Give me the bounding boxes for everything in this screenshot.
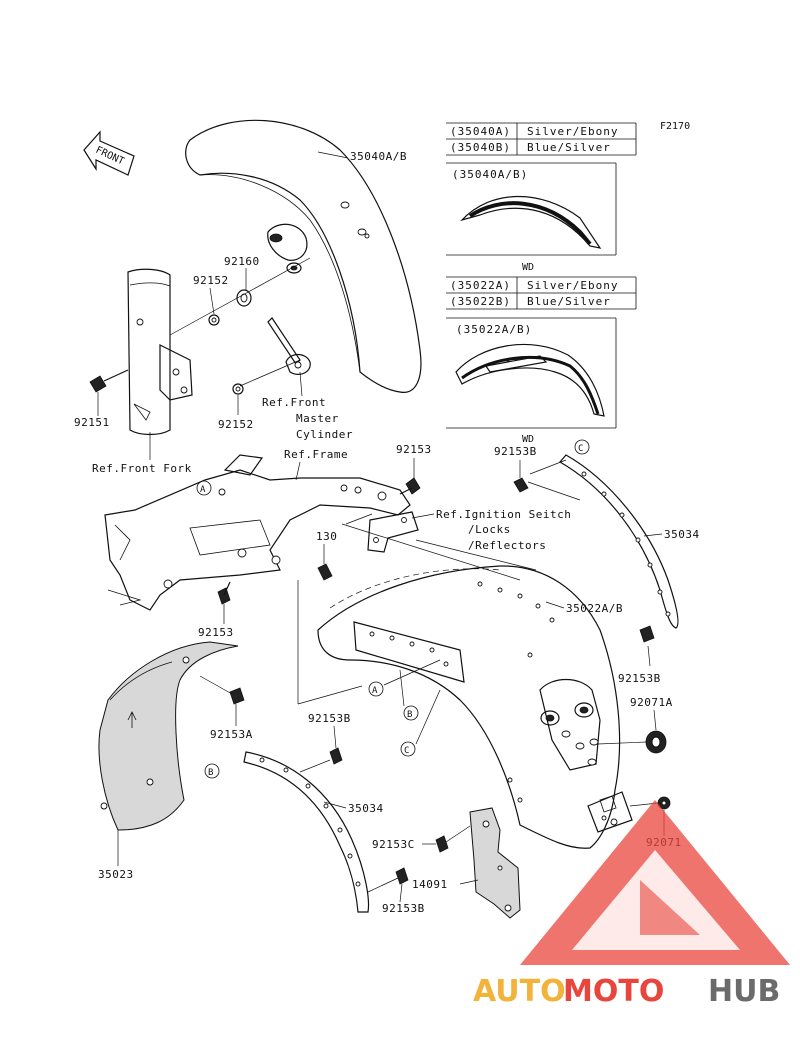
ignition-bracket bbox=[367, 511, 419, 553]
watermark-part-3: HUB bbox=[708, 974, 780, 1009]
fender-strut-left bbox=[243, 751, 370, 913]
watermark-part-1: AUTO bbox=[473, 974, 566, 1009]
brake-hose-bracket bbox=[267, 317, 311, 375]
watermark-text: AUTO MOTO HUB bbox=[473, 974, 780, 1009]
inner-fender-35023 bbox=[98, 641, 239, 831]
label-92153C: 92153C bbox=[372, 838, 415, 851]
label-92153-mid: 92153 bbox=[198, 626, 234, 639]
callout-b-mid: B bbox=[403, 705, 419, 721]
bolt-130 bbox=[317, 563, 333, 581]
label-92153B-bottom: 92153B bbox=[382, 902, 425, 915]
label-ref-master-3: Cylinder bbox=[296, 428, 353, 441]
table2-top-tag: WD bbox=[522, 262, 534, 273]
table1-inset-label: (35040A/B) bbox=[452, 168, 528, 181]
label-92152-lower: 92152 bbox=[218, 418, 254, 431]
figure-code: F2170 bbox=[660, 121, 690, 132]
table1-color-1: Silver/Ebony bbox=[527, 125, 618, 138]
table1-code-1: (35040A) bbox=[450, 125, 511, 138]
callout-a-mid: A bbox=[368, 681, 384, 697]
table1-code-2: (35040B) bbox=[450, 141, 511, 154]
nut-92153C bbox=[435, 835, 449, 853]
label-ref-master-2: Master bbox=[296, 412, 339, 425]
frame bbox=[104, 454, 411, 611]
label-14091: 14091 bbox=[412, 878, 448, 891]
grommet-92071A bbox=[645, 730, 667, 754]
fender-strut-right bbox=[559, 454, 679, 629]
label-92153B-mid: 92153B bbox=[308, 712, 351, 725]
nut-92153B-mid bbox=[329, 747, 343, 765]
svg-text:A: A bbox=[372, 686, 378, 696]
table2-bottom-tag: WD bbox=[522, 434, 534, 445]
table2-code-1: (35022A) bbox=[450, 279, 511, 292]
watermark-part-2: MOTO bbox=[563, 974, 664, 1009]
washer-92152-upper bbox=[208, 314, 220, 326]
callout-a-top: A bbox=[196, 480, 212, 496]
bolt-92153-mid bbox=[217, 581, 231, 605]
label-92071A: 92071A bbox=[630, 696, 673, 709]
label-92153B-right: 92153B bbox=[618, 672, 661, 685]
label-92151: 92151 bbox=[74, 416, 110, 429]
svg-text:A: A bbox=[200, 485, 206, 495]
label-ref-ignition-3: /Reflectors bbox=[468, 539, 546, 552]
label-92153A: 92153A bbox=[210, 728, 253, 741]
brace-14091 bbox=[469, 807, 521, 919]
fender-stripe-inset-1 bbox=[460, 195, 602, 249]
svg-text:B: B bbox=[407, 710, 412, 720]
nut-92153B-top bbox=[513, 477, 529, 493]
label-92153-top: 92153 bbox=[396, 443, 432, 456]
label-ref-frame: Ref.Frame bbox=[284, 448, 348, 461]
front-fender bbox=[185, 119, 422, 393]
label-130: 130 bbox=[316, 530, 337, 543]
front-arrow-icon: FRONT bbox=[83, 130, 135, 176]
fender-stripe-inset-2 bbox=[455, 343, 605, 417]
table2-code-2: (35022B) bbox=[450, 295, 511, 308]
grommet-92071 bbox=[657, 796, 671, 810]
svg-text:C: C bbox=[404, 746, 409, 756]
label-ref-master-1: Ref.Front bbox=[262, 396, 326, 409]
label-ref-front-fork: Ref.Front Fork bbox=[92, 462, 192, 475]
front-fork bbox=[127, 268, 193, 436]
callout-c-top: C bbox=[574, 439, 590, 455]
label-35022: 35022A/B bbox=[566, 602, 623, 615]
bolt-92151 bbox=[89, 369, 129, 393]
bolt-92153-top bbox=[399, 477, 421, 495]
table2-inset-label: (35022A/B) bbox=[456, 323, 532, 336]
callout-c-mid: C bbox=[400, 741, 416, 757]
svg-text:C: C bbox=[578, 444, 583, 454]
color-table-1: (35040A) Silver/Ebony (35040B) Blue/Silv… bbox=[446, 122, 637, 256]
callout-b-left: B bbox=[204, 763, 220, 779]
watermark-logo bbox=[520, 800, 790, 965]
table2-color-2: Blue/Silver bbox=[527, 295, 611, 308]
label-35023: 35023 bbox=[98, 868, 134, 881]
label-92153B-top: 92153B bbox=[494, 445, 537, 458]
label-35034-right: 35034 bbox=[664, 528, 700, 541]
table2-color-1: Silver/Ebony bbox=[527, 279, 618, 292]
label-92160: 92160 bbox=[224, 255, 260, 268]
washer-92152-lower bbox=[232, 383, 244, 395]
nut-92153B-bottom bbox=[395, 867, 409, 885]
bolt-92153A bbox=[229, 687, 245, 705]
label-ref-ignition-2: /Locks bbox=[468, 523, 511, 536]
svg-text:B: B bbox=[208, 768, 213, 778]
label-35040: 35040A/B bbox=[350, 150, 407, 163]
rear-fender bbox=[317, 565, 633, 849]
front-arrow-label: FRONT bbox=[94, 145, 126, 168]
label-92152-upper: 92152 bbox=[193, 274, 229, 287]
label-35034-left: 35034 bbox=[348, 802, 384, 815]
washer-92160 bbox=[236, 289, 252, 307]
nut-92153B-right bbox=[639, 625, 655, 643]
label-ref-ignition-1: Ref.Ignition Seitch bbox=[436, 508, 571, 521]
table1-color-2: Blue/Silver bbox=[527, 141, 611, 154]
color-table-2: WD (35022A) Silver/Ebony (35022B) Blue/S… bbox=[446, 262, 637, 445]
